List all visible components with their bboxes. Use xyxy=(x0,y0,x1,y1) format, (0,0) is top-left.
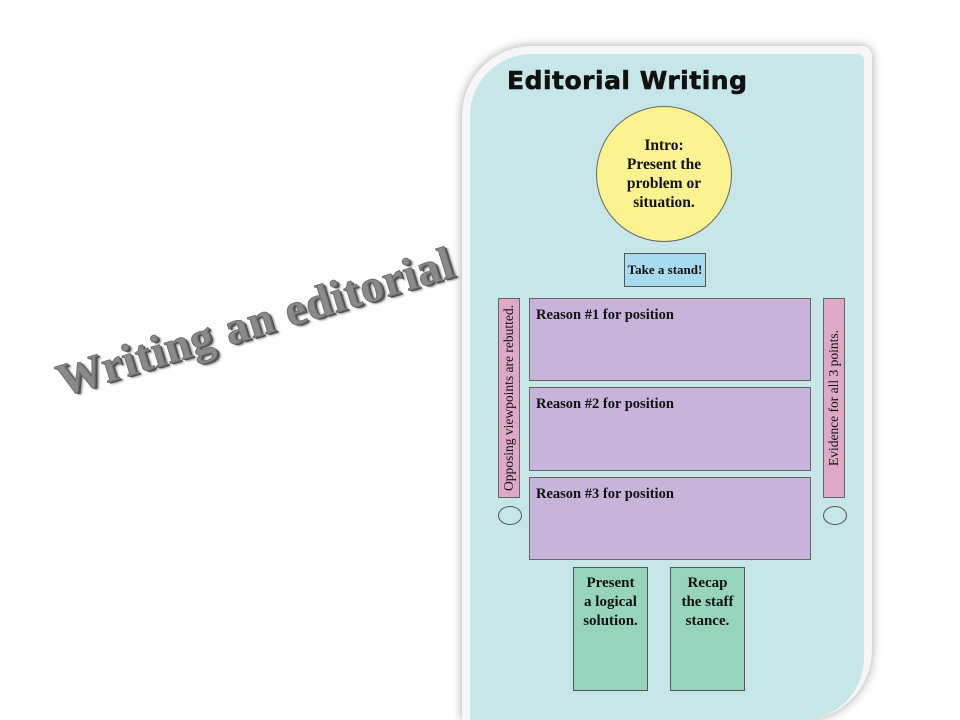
right-side-text: Evidence for all 3 points. xyxy=(826,329,841,467)
slide-title: Writing an editorial xyxy=(50,236,461,406)
reason-label-3: Reason #3 for position xyxy=(536,486,674,502)
diagram-heading: Editorial Writing xyxy=(507,66,748,96)
reason-label-1: Reason #1 for position xyxy=(536,307,674,323)
reason-box-1: Reason #1 for position xyxy=(529,298,811,381)
left-oval xyxy=(498,506,522,525)
recap-box: Recap the staff stance. xyxy=(670,567,745,691)
right-side-bar: Evidence for all 3 points. xyxy=(823,298,845,498)
solution-box: Present a logical solution. xyxy=(573,567,648,691)
right-oval xyxy=(823,506,847,525)
left-side-text: Opposing viewpoints are rebutted. xyxy=(501,305,516,491)
intro-circle: Intro: Present the problem or situation. xyxy=(596,106,732,242)
reason-box-3: Reason #3 for position xyxy=(529,477,811,560)
intro-text: Intro: Present the problem or situation. xyxy=(626,137,702,211)
reason-box-2: Reason #2 for position xyxy=(529,387,811,471)
editorial-diagram: Editorial Writing Intro: Present the pro… xyxy=(470,54,864,720)
reason-label-2: Reason #2 for position xyxy=(536,396,674,412)
take-a-stand-box: Take a stand! xyxy=(624,253,706,287)
left-side-bar: Opposing viewpoints are rebutted. xyxy=(498,298,520,498)
